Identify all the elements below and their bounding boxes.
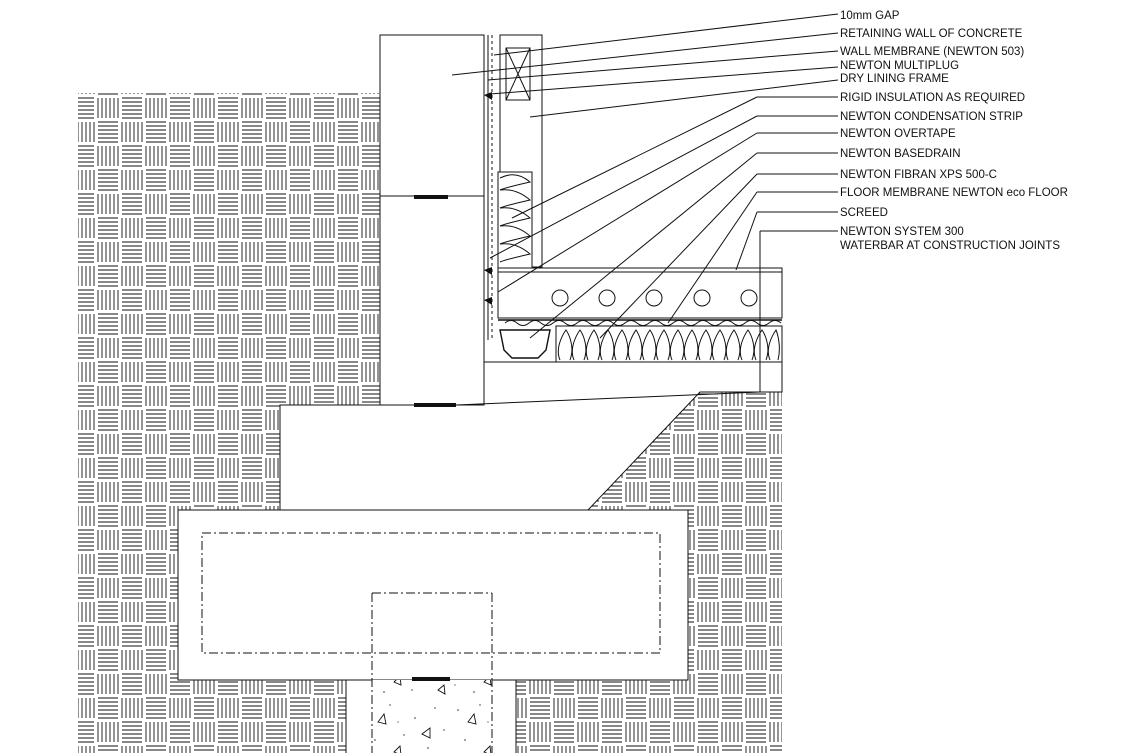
concrete-footing — [177, 509, 689, 753]
retaining-wall — [379, 34, 485, 407]
label-rigid-insulation: RIGID INSULATION AS REQUIRED — [840, 92, 1025, 104]
label-wall-membrane: WALL MEMBRANE (NEWTON 503) — [840, 46, 1024, 58]
label-screed: SCREED — [840, 207, 888, 219]
label-system300-line2: WATERBAR AT CONSTRUCTION JOINTS — [840, 240, 1060, 252]
label-retaining-wall: RETAINING WALL OF CONCRETE — [840, 28, 1023, 40]
floor-insulation — [555, 325, 783, 363]
label-floor-membrane: FLOOR MEMBRANE NEWTON eco FLOOR — [840, 187, 1068, 199]
label-dry-lining: DRY LINING FRAME — [840, 73, 949, 85]
annotation-labels: 10mm GAP RETAINING WALL OF CONCRETE WALL… — [840, 10, 1068, 252]
wall-insulation — [497, 171, 533, 269]
label-basedrain: NEWTON BASEDRAIN — [840, 148, 961, 160]
label-multiplug: NEWTON MULTIPLUG — [840, 60, 959, 72]
label-condensation-strip: NEWTON CONDENSATION STRIP — [840, 111, 1023, 123]
label-overtape: NEWTON OVERTAPE — [840, 128, 956, 140]
label-fibran: NEWTON FIBRAN XPS 500-C — [840, 169, 997, 181]
leader-lines — [451, 13, 839, 406]
label-system300-line1: NEWTON SYSTEM 300 — [840, 226, 964, 238]
earth-fill — [78, 93, 782, 753]
basedrain — [499, 329, 551, 359]
label-gap: 10mm GAP — [840, 10, 900, 22]
wall-membrane-lines — [484, 35, 493, 340]
screed-slab — [497, 267, 783, 319]
floor-membrane — [498, 319, 782, 326]
